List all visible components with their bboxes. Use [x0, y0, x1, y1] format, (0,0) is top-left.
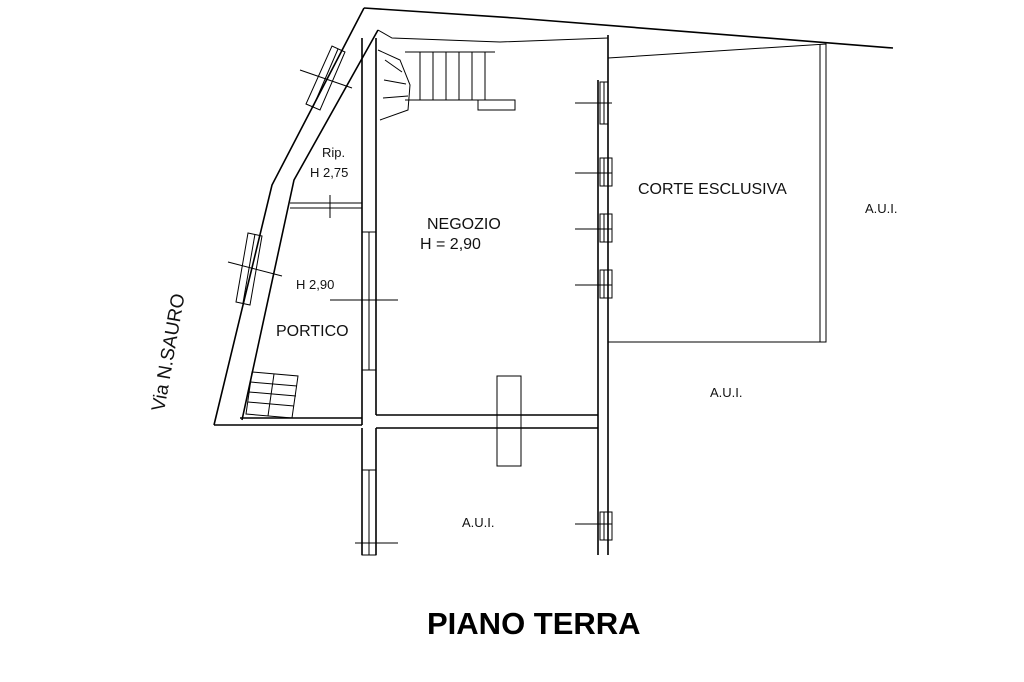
aui-right-lower-label: A.U.I. [710, 385, 743, 400]
portico-steps [245, 371, 299, 419]
negozio-label: NEGOZIO [427, 216, 501, 233]
ripostiglio-label: Rip. [322, 145, 345, 160]
portico-label: PORTICO [276, 323, 349, 340]
street-wall [213, 7, 379, 426]
street-windows [227, 45, 353, 306]
corte-label: CORTE ESCLUSIVA [638, 181, 787, 198]
negozio-height-label: H = 2,90 [420, 236, 481, 253]
aui-right-upper-label: A.U.I. [865, 201, 898, 216]
shop-staircase [377, 49, 516, 121]
ripostiglio-height-label: H 2,75 [310, 165, 348, 180]
shop-windows [575, 81, 613, 541]
portico-openings [290, 195, 398, 556]
street-label: Via N.SAURO [148, 292, 189, 413]
courtyard-boundary [607, 43, 827, 343]
central-pillar [496, 375, 522, 467]
top-boundary [363, 7, 894, 49]
aui-bottom-label: A.U.I. [462, 515, 495, 530]
floor-title: PIANO TERRA [427, 606, 641, 641]
portico-height-label: H 2,90 [296, 277, 334, 292]
